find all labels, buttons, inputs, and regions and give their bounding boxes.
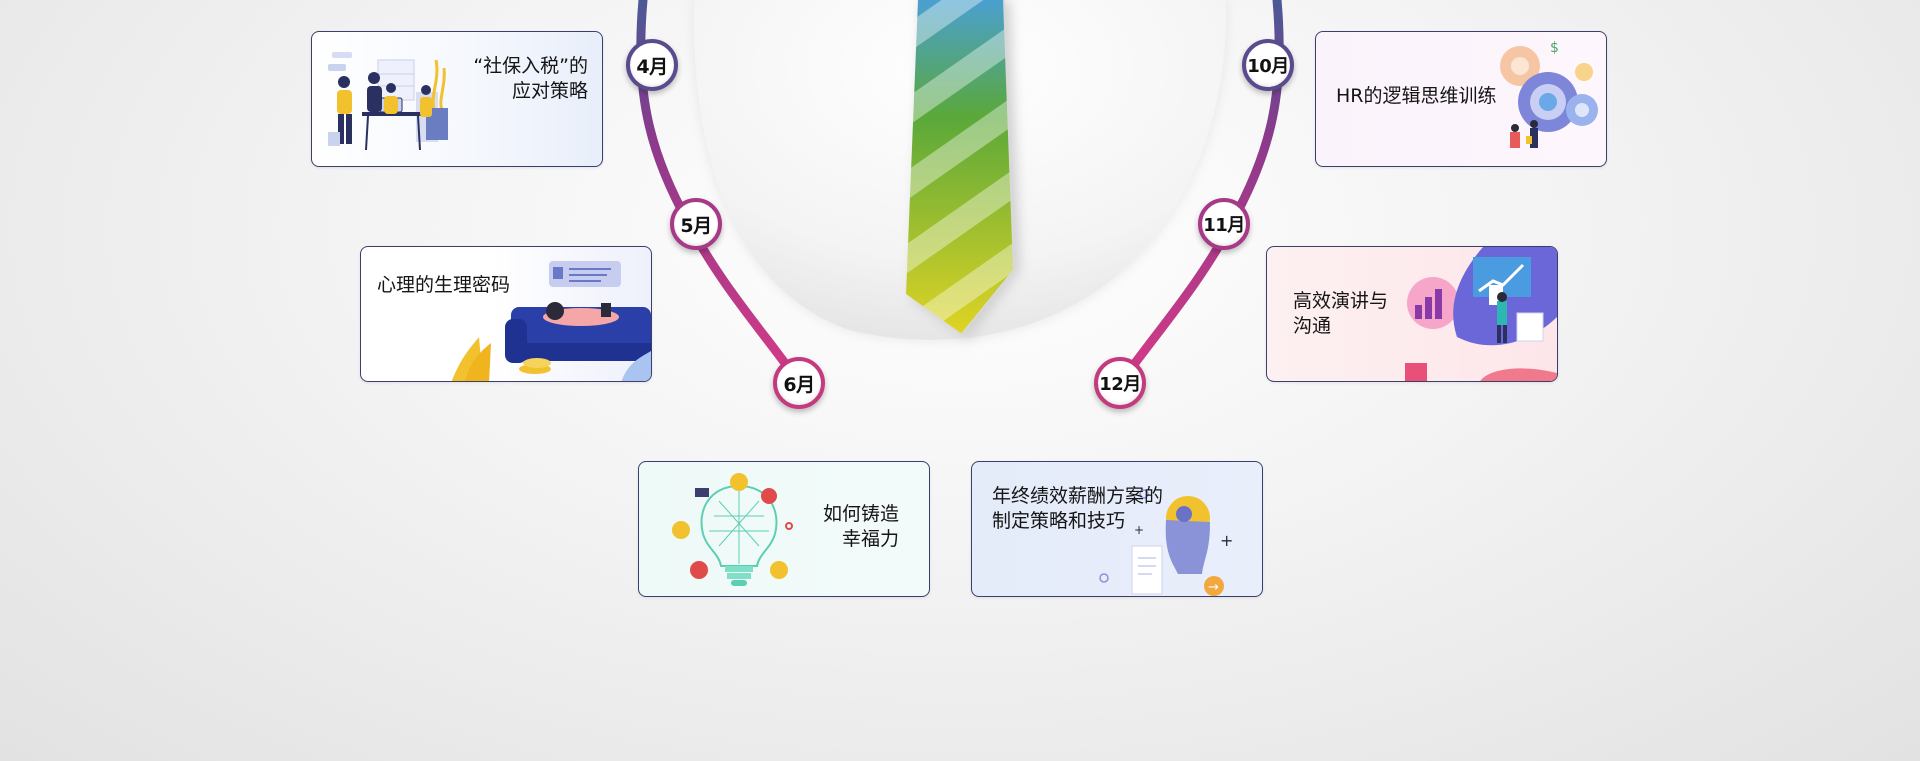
relaxing-couch-illustration: [451, 261, 651, 381]
svg-text:→: →: [1208, 580, 1219, 595]
svg-text:$: $: [1550, 40, 1559, 56]
card-title-nov: 高效演讲与 沟通: [1293, 289, 1388, 339]
topic-card-apr[interactable]: “社保入税”的 应对策略: [311, 31, 603, 167]
card-title-apr-line2: 应对策略: [511, 80, 588, 102]
topic-card-dec[interactable]: → + + 年终绩效薪酬方案的 制定策略和技巧: [971, 461, 1263, 597]
card-title-dec: 年终绩效薪酬方案的 制定策略和技巧: [992, 484, 1163, 534]
card-title-may: 心理的生理密码: [377, 273, 510, 298]
topic-card-nov[interactable]: 高效演讲与 沟通: [1266, 246, 1558, 382]
lightbulb-network-illustration: [672, 473, 793, 586]
card-title-may-line1: 心理的生理密码: [377, 274, 511, 296]
card-title-nov-line2: 沟通: [1293, 315, 1332, 337]
card-title-jun-line2: 幸福力: [841, 528, 899, 550]
svg-text:+: +: [1220, 531, 1233, 550]
card-title-apr: “社保入税”的 应对策略: [473, 54, 588, 104]
card-title-nov-line1: 高效演讲与: [1293, 290, 1389, 312]
thinking-head-illustration: → + +: [1099, 489, 1233, 596]
gears-brain-illustration: $: [1500, 40, 1598, 148]
card-title-apr-line1: “社保入税”的: [473, 55, 588, 77]
topic-card-jun[interactable]: 如何铸造 幸福力: [638, 461, 930, 597]
svg-text:+: +: [1134, 523, 1144, 537]
office-team-illustration: [328, 52, 448, 151]
month-badge-oct: 10月: [1242, 39, 1294, 91]
card-title-oct-line1: HR的逻辑思维训练: [1336, 85, 1497, 107]
card-title-jun-line1: 如何铸造: [822, 503, 899, 525]
presentation-chart-illustration: [1405, 247, 1557, 381]
topic-card-may[interactable]: 心理的生理密码: [360, 246, 652, 382]
month-badge-jun: 6月: [773, 357, 825, 409]
month-badge-apr: 4月: [626, 39, 678, 91]
card-title-dec-line1: 年终绩效薪酬方案的: [992, 485, 1164, 507]
card-title-oct: HR的逻辑思维训练: [1336, 84, 1497, 109]
card-title-jun: 如何铸造 幸福力: [823, 502, 899, 552]
month-badge-may: 5月: [670, 198, 722, 250]
month-badge-nov: 11月: [1198, 198, 1250, 250]
card-title-dec-line2: 制定策略和技巧: [992, 510, 1126, 532]
month-badge-dec: 12月: [1094, 357, 1146, 409]
topic-card-oct[interactable]: $ HR的逻辑思维训练: [1315, 31, 1607, 167]
